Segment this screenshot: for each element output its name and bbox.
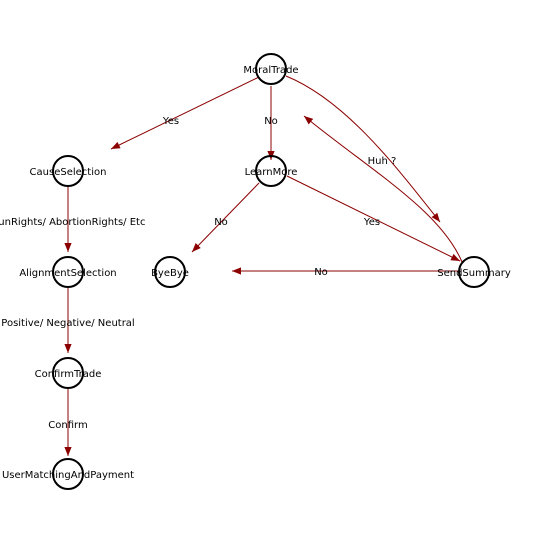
- edge-label-moral-trade-to-send-summary: Huh ?: [368, 156, 397, 167]
- node-circle: [52, 357, 84, 389]
- edge-moral-trade-to-cause-selection: [110, 76, 260, 150]
- node-label: ConfirmTrade: [35, 369, 102, 380]
- node-circle: [255, 155, 287, 187]
- node-confirm-trade: ConfirmTrade: [35, 357, 102, 389]
- node-circle: [52, 458, 84, 490]
- node-cause-selection: CauseSelection: [30, 155, 107, 187]
- edges: [64, 75, 463, 456]
- edge-label-moral-trade-to-cause-selection: Yes: [162, 116, 179, 127]
- node-circle: [52, 155, 84, 187]
- edge-label-moral-trade-to-learn-more: No: [264, 116, 278, 127]
- edge-learn-more-to-send-summary: [286, 175, 461, 262]
- edge-label-send-summary-to-bye-bye: No: [314, 267, 328, 278]
- node-circle: [154, 256, 186, 288]
- node-label: UserMatchingAndPayment: [2, 470, 134, 481]
- node-send-summary: SendSummary: [437, 256, 511, 288]
- node-moral-trade: MoralTrade: [243, 53, 299, 85]
- edge-send-summary-to-moral-trade: [303, 115, 463, 263]
- node-bye-bye: ByeBye: [151, 256, 189, 288]
- edge-labels: Yes No Huh ? No Yes No GunRights/ Aborti…: [0, 116, 396, 431]
- edge-label-learn-more-to-bye-bye: No: [214, 217, 228, 228]
- node-circle: [458, 256, 490, 288]
- edge-label-confirm-trade-to-user-matching: Confirm: [48, 420, 87, 431]
- node-label: CauseSelection: [30, 167, 107, 178]
- node-circle: [52, 256, 84, 288]
- edge-label-cause-selection-to-alignment-selection: GunRights/ AbortionRights/ Etc: [0, 217, 145, 228]
- node-circle: [255, 53, 287, 85]
- edge-learn-more-to-bye-bye: [191, 182, 260, 253]
- node-label: MoralTrade: [243, 65, 298, 76]
- node-user-matching-and-payment: UserMatchingAndPayment: [2, 458, 134, 490]
- edge-label-learn-more-to-send-summary: Yes: [363, 217, 380, 228]
- node-alignment-selection: AlignmentSelection: [19, 256, 117, 288]
- edge-label-alignment-selection-to-confirm-trade: Positive/ Negative/ Neutral: [1, 318, 134, 329]
- edge-moral-trade-to-send-summary: [285, 75, 441, 223]
- node-label: LearnMore: [245, 167, 298, 178]
- node-label: AlignmentSelection: [19, 268, 116, 279]
- node-learn-more: LearnMore: [245, 155, 298, 187]
- node-label: SendSummary: [437, 268, 511, 279]
- node-label: ByeBye: [151, 268, 189, 279]
